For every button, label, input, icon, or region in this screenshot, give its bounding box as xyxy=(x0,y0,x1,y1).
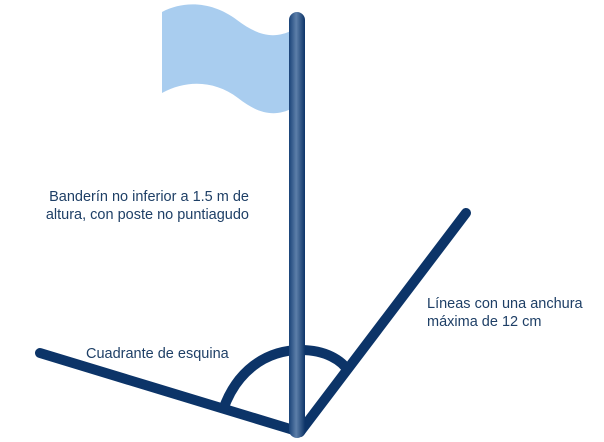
left-boundary-line xyxy=(35,348,305,437)
flag-cloth xyxy=(162,4,293,114)
corner-quadrant-arc xyxy=(218,344,354,412)
flag-requirement-label: Banderín no inferior a 1.5 m de altura, … xyxy=(5,188,249,224)
flag-pole xyxy=(289,12,305,438)
corner-quadrant-text: Cuadrante de esquina xyxy=(86,346,229,362)
flag-requirement-line-2: altura, con poste no puntiagudo xyxy=(45,207,249,223)
line-width-label: Líneas con una anchura máxima de 12 cm xyxy=(427,295,583,331)
flag-requirement-line-1: Banderín no inferior a 1.5 m de xyxy=(49,189,249,205)
right-boundary-line xyxy=(295,208,471,437)
corner-quadrant-label: Cuadrante de esquina xyxy=(86,345,229,363)
line-width-line-1: Líneas con una anchura xyxy=(427,296,583,312)
line-width-line-2: máxima de 12 cm xyxy=(427,314,542,330)
